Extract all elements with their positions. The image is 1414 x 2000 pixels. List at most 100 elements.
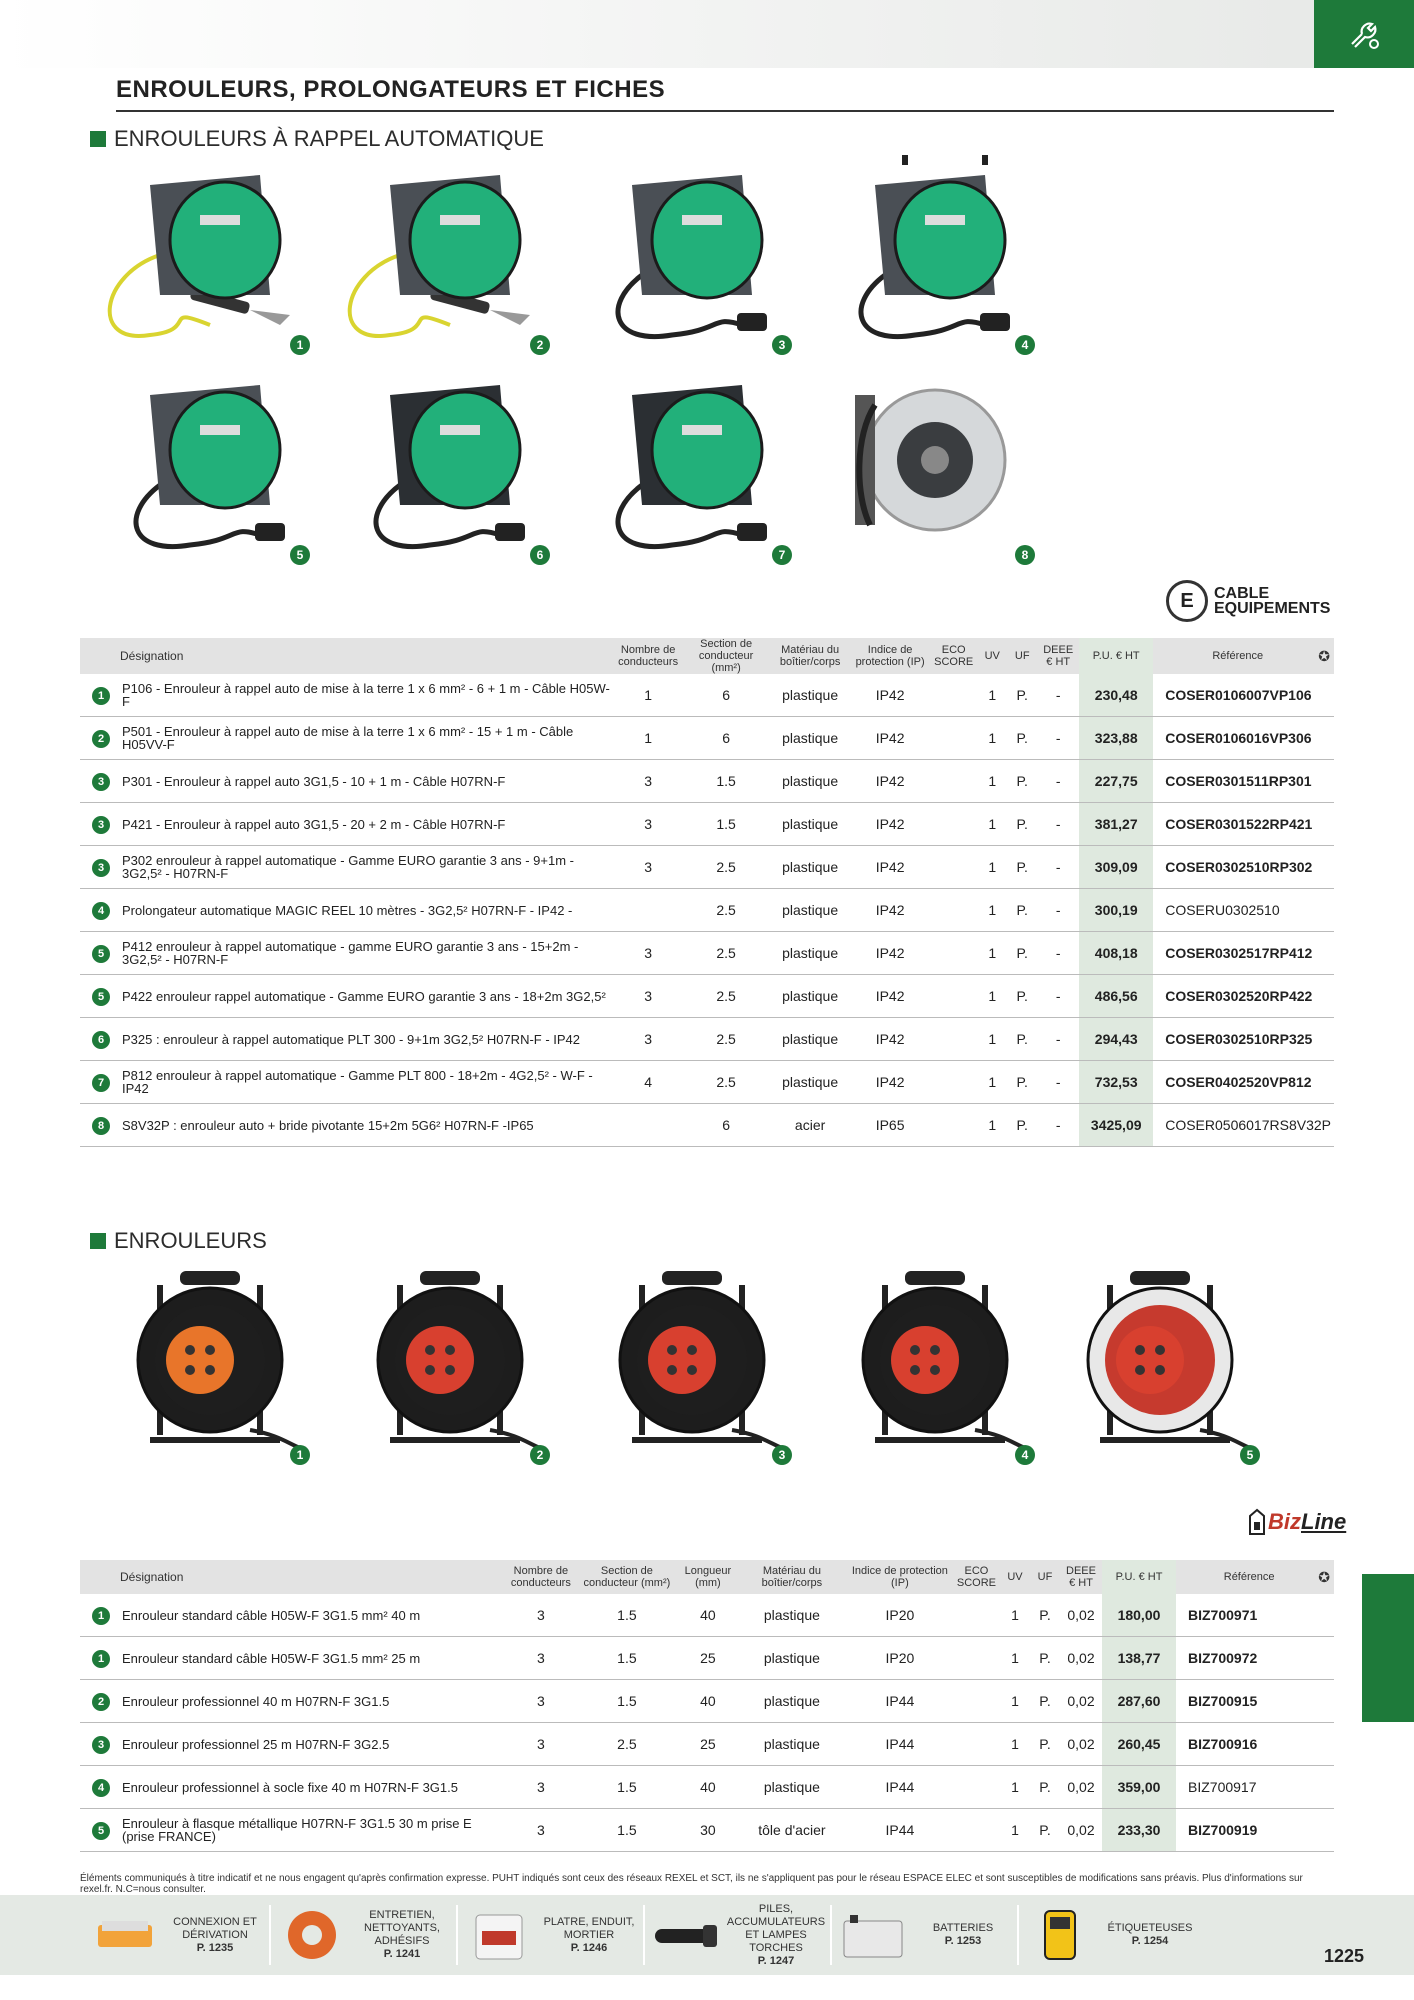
- cell-price: 309,09: [1079, 845, 1154, 889]
- cell-mat: plastique: [770, 974, 851, 1018]
- product-number-badge: 2: [530, 335, 550, 355]
- cell-price: 408,18: [1079, 931, 1154, 975]
- cell-deee: -: [1037, 759, 1080, 803]
- cell-uf: P.: [1007, 931, 1038, 975]
- footer-link-page: P. 1246: [570, 1941, 608, 1954]
- col-deee: DEEE € HT: [1060, 1560, 1102, 1594]
- product-image: [572, 155, 812, 355]
- cell-reference[interactable]: BIZ700917: [1176, 1765, 1334, 1809]
- designation-cell: P301 - Enrouleur à rappel auto 3G1,5 - 1…: [122, 759, 615, 803]
- cell-mat: plastique: [770, 802, 851, 846]
- side-section-tab[interactable]: [1362, 1574, 1414, 1722]
- cell-ip: IP44: [846, 1765, 953, 1809]
- product-image: [90, 365, 330, 565]
- cell-ip: IP42: [850, 1060, 931, 1104]
- cell-reference[interactable]: BIZ700916: [1176, 1722, 1334, 1766]
- cell-sec: 6: [682, 1103, 771, 1147]
- cell-reference[interactable]: BIZ700972: [1176, 1636, 1334, 1680]
- cell-ip: IP42: [850, 888, 931, 932]
- cell-reference[interactable]: COSER0302517RP412: [1153, 931, 1334, 975]
- row-number-badge: 1: [92, 686, 110, 705]
- col-reference: Référence ✪: [1176, 1560, 1334, 1594]
- cell-reference[interactable]: COSER0302510RP325: [1153, 1017, 1334, 1061]
- cell-reference[interactable]: COSER0301511RP301: [1153, 759, 1334, 803]
- row-number-cell: 3: [80, 802, 122, 846]
- cell-uf: P.: [1030, 1765, 1060, 1809]
- cell-reference[interactable]: BIZ700915: [1176, 1679, 1334, 1723]
- settings-icon[interactable]: ✪: [1318, 648, 1330, 664]
- cell-sec: 1.5: [574, 1679, 679, 1723]
- product-number-badge: 4: [1015, 335, 1035, 355]
- cell-price: 180,00: [1102, 1594, 1176, 1637]
- section-marker: [90, 1233, 106, 1249]
- cell-eco: [930, 931, 978, 975]
- cell-uf: P.: [1030, 1722, 1060, 1766]
- cell-nb: 3: [506, 1636, 575, 1680]
- product-image: [572, 365, 812, 565]
- cell-reference[interactable]: COSER0106007VP106: [1153, 674, 1334, 717]
- cell-price: 486,56: [1079, 974, 1154, 1018]
- cell-reference[interactable]: COSER0506017RS8V32P: [1153, 1103, 1334, 1147]
- cell-reference[interactable]: COSER0402520VP812: [1153, 1060, 1334, 1104]
- settings-icon[interactable]: ✪: [1318, 1569, 1330, 1585]
- cell-sec: 2.5: [682, 931, 771, 975]
- cell-reference[interactable]: COSER0301522RP421: [1153, 802, 1334, 846]
- cell-nb: 3: [614, 802, 683, 846]
- row-number-badge: 8: [92, 1116, 110, 1135]
- cell-uf: P.: [1007, 1103, 1038, 1147]
- cell-price: 732,53: [1079, 1060, 1154, 1104]
- category-tab[interactable]: [1314, 0, 1414, 68]
- cell-uv: 1: [977, 1103, 1008, 1147]
- col-section: Section de conducteur (mm²): [574, 1560, 679, 1594]
- cell-deee: -: [1037, 1017, 1080, 1061]
- footer-link-page: P. 1254: [1131, 1935, 1169, 1947]
- cell-reference[interactable]: BIZ700971: [1176, 1594, 1334, 1637]
- designation-cell: P422 enrouleur rappel automatique - Gamm…: [122, 974, 615, 1018]
- row-number-cell: 6: [80, 1017, 122, 1061]
- cell-uv: 1: [1000, 1679, 1030, 1723]
- cell-uf: P.: [1030, 1679, 1060, 1723]
- designation-cell: Enrouleur professionnel 25 m H07RN-F 3G2…: [122, 1722, 507, 1766]
- row-number-badge: 2: [92, 1692, 110, 1711]
- cell-reference[interactable]: COSER0302520RP422: [1153, 974, 1334, 1018]
- cell-eco: [930, 888, 978, 932]
- cell-sec: 1.5: [682, 802, 771, 846]
- cell-price: 230,48: [1079, 674, 1154, 717]
- cell-reference[interactable]: COSER0106016VP306: [1153, 716, 1334, 760]
- cell-ip: IP42: [850, 931, 931, 975]
- cell-sec: 6: [682, 716, 771, 760]
- row-number-cell: 5: [80, 931, 122, 975]
- cell-reference[interactable]: COSER0302510RP302: [1153, 845, 1334, 889]
- cell-price: 138,77: [1102, 1636, 1176, 1680]
- cell-ip: IP44: [846, 1808, 953, 1852]
- footer-divider: [830, 1905, 832, 1965]
- cell-reference[interactable]: COSERU0302510: [1153, 888, 1334, 932]
- cell-reference[interactable]: BIZ700919: [1176, 1808, 1334, 1852]
- cell-mat: plastique: [736, 1679, 847, 1723]
- row-number-badge: 5: [92, 944, 110, 963]
